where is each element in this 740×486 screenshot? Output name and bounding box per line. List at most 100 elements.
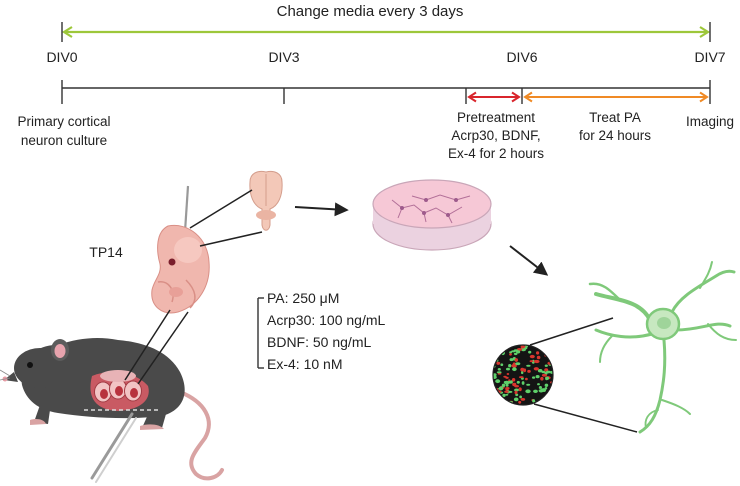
pretreatment-line2: Acrp30, BDNF, xyxy=(451,128,540,143)
micrograph-cell xyxy=(503,375,507,378)
micrograph-cell xyxy=(516,380,520,384)
micrograph-cell xyxy=(533,389,538,393)
treatment-bracket xyxy=(257,297,264,369)
micrograph-cell xyxy=(545,376,550,380)
micrograph-cell xyxy=(511,364,517,368)
div3-label: DIV3 xyxy=(268,49,299,65)
micrograph-cell xyxy=(537,383,540,386)
div7-label: DIV7 xyxy=(694,49,725,65)
micrograph-cell xyxy=(500,363,504,367)
micrograph-cell xyxy=(521,370,524,375)
micrograph-cell xyxy=(544,383,549,387)
connector-mouse-embryo-a xyxy=(124,309,171,381)
micrograph-cell xyxy=(533,360,540,363)
micrograph-cell xyxy=(519,395,522,399)
embryo-age-label: TP14 xyxy=(89,244,123,260)
treatment-acrp30: Acrp30: 100 ng/mL xyxy=(267,312,386,328)
connector-mouse-embryo-b xyxy=(137,311,189,385)
micrograph-cell xyxy=(550,359,553,363)
pretreatment-line1: Pretreatment xyxy=(457,110,535,125)
div0-label: DIV0 xyxy=(46,49,77,65)
treat-pa-arrow xyxy=(523,91,709,103)
micrograph-cell xyxy=(493,373,497,377)
primary-culture-line1: Primary cortical xyxy=(17,114,110,129)
micrograph-cell xyxy=(540,376,544,381)
connector-embryo-brain-a xyxy=(189,189,253,229)
arrow-dish-to-neuron xyxy=(509,245,549,276)
micrograph-cell xyxy=(509,351,512,354)
micrograph-cell xyxy=(508,380,513,384)
micrograph-cell xyxy=(550,345,553,347)
micrograph-cell xyxy=(509,358,514,362)
micrograph-cell xyxy=(541,373,547,377)
micrograph-cell xyxy=(500,345,506,347)
micrograph-cell xyxy=(513,352,518,356)
micrograph-cell xyxy=(537,369,543,373)
micrograph-cell xyxy=(509,353,512,356)
neuron-nucleus xyxy=(657,317,671,329)
micrograph-cell xyxy=(533,367,539,371)
micrograph-cell xyxy=(520,345,525,349)
micrograph-cell xyxy=(507,381,510,384)
micrograph-cell xyxy=(505,387,510,390)
micrograph-cell xyxy=(538,386,543,389)
micrograph-cell xyxy=(498,345,503,347)
treatment-ex4: Ex-4: 10 nM xyxy=(267,356,342,372)
embryo-icon xyxy=(151,185,210,314)
micrograph-cell xyxy=(496,347,500,351)
media-change-span xyxy=(61,22,711,42)
micrograph-cell xyxy=(521,381,525,385)
micrograph-cell xyxy=(515,362,521,366)
micrograph-cell xyxy=(529,360,534,363)
micrograph-cell xyxy=(547,392,552,395)
micrograph-cell xyxy=(512,367,517,372)
micrograph-cell xyxy=(547,349,552,352)
petri-dish-icon xyxy=(372,179,492,251)
micrograph-cell xyxy=(496,371,502,374)
micrograph-cell xyxy=(518,400,522,404)
micrograph-cell xyxy=(500,346,507,350)
micrograph-cell xyxy=(526,364,531,367)
micrograph-cell xyxy=(518,387,522,392)
arrow-brain-to-dish xyxy=(294,202,349,217)
micrograph-cell xyxy=(503,381,507,384)
pretreatment-arrow xyxy=(467,91,521,103)
micrograph-cell xyxy=(498,386,504,391)
brain-icon xyxy=(249,170,283,231)
micrograph-cell xyxy=(529,354,535,359)
micrograph-cell xyxy=(519,376,524,379)
imaging-label: Imaging xyxy=(686,114,734,129)
connector-micro-neuron-b xyxy=(533,403,638,433)
micrograph-cell xyxy=(504,390,509,393)
treatment-pa: PA: 250 μM xyxy=(267,290,339,306)
micrograph-cell xyxy=(514,358,518,362)
micrograph-cell xyxy=(533,345,538,347)
micrograph-cell xyxy=(493,351,496,355)
micrograph-cell xyxy=(536,355,541,360)
micrograph-cell xyxy=(548,391,553,395)
micrograph-cell xyxy=(496,351,501,356)
micrograph-cell xyxy=(501,383,506,388)
micrograph-cell xyxy=(505,393,509,396)
micrograph-cell xyxy=(506,367,510,371)
micrograph-cell xyxy=(544,364,548,367)
fluorescence-micrograph-icon xyxy=(492,344,554,406)
primary-culture-line2: neuron culture xyxy=(21,133,107,148)
micrograph-cell xyxy=(516,348,523,351)
connector-micro-neuron-a xyxy=(529,317,614,346)
micrograph-cell xyxy=(508,345,512,347)
micrograph-cell xyxy=(526,383,531,386)
micrograph-cell xyxy=(506,373,510,375)
micrograph-cell xyxy=(548,398,553,403)
media-change-label: Change media every 3 days xyxy=(277,3,464,20)
uterine-horn xyxy=(94,370,142,403)
micrograph-cell xyxy=(514,390,518,395)
connector-embryo-brain-b xyxy=(199,231,263,247)
micrograph-cell xyxy=(496,346,501,350)
div6-label: DIV6 xyxy=(506,49,537,65)
micrograph-cell xyxy=(495,379,501,384)
micrograph-cell xyxy=(497,372,502,375)
micrograph-cell xyxy=(546,345,552,349)
